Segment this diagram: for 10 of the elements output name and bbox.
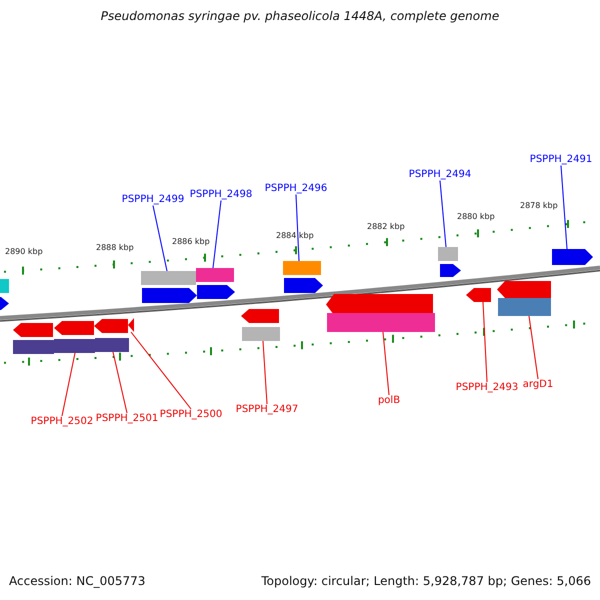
title: Pseudomonas syringae pv. phaseolicola 1448A, complete genome — [100, 10, 500, 24]
scale-label: 2888 kbp — [96, 243, 134, 252]
scale-label: 2882 kbp — [367, 222, 405, 232]
scale-label: 2884 kbp — [276, 231, 314, 240]
scale-label: 2878 kbp — [520, 201, 558, 210]
scale-label: 2886 kbp — [172, 237, 210, 246]
scale-label: 2890 kbp — [5, 247, 43, 256]
scale-label: 2880 kbp — [457, 212, 495, 222]
footer-text: Topology: circular; Length: 5,928,787 bp; Genes: 5,066 — [261, 575, 591, 589]
footer-text: Accession: NC_005773 — [9, 575, 146, 589]
